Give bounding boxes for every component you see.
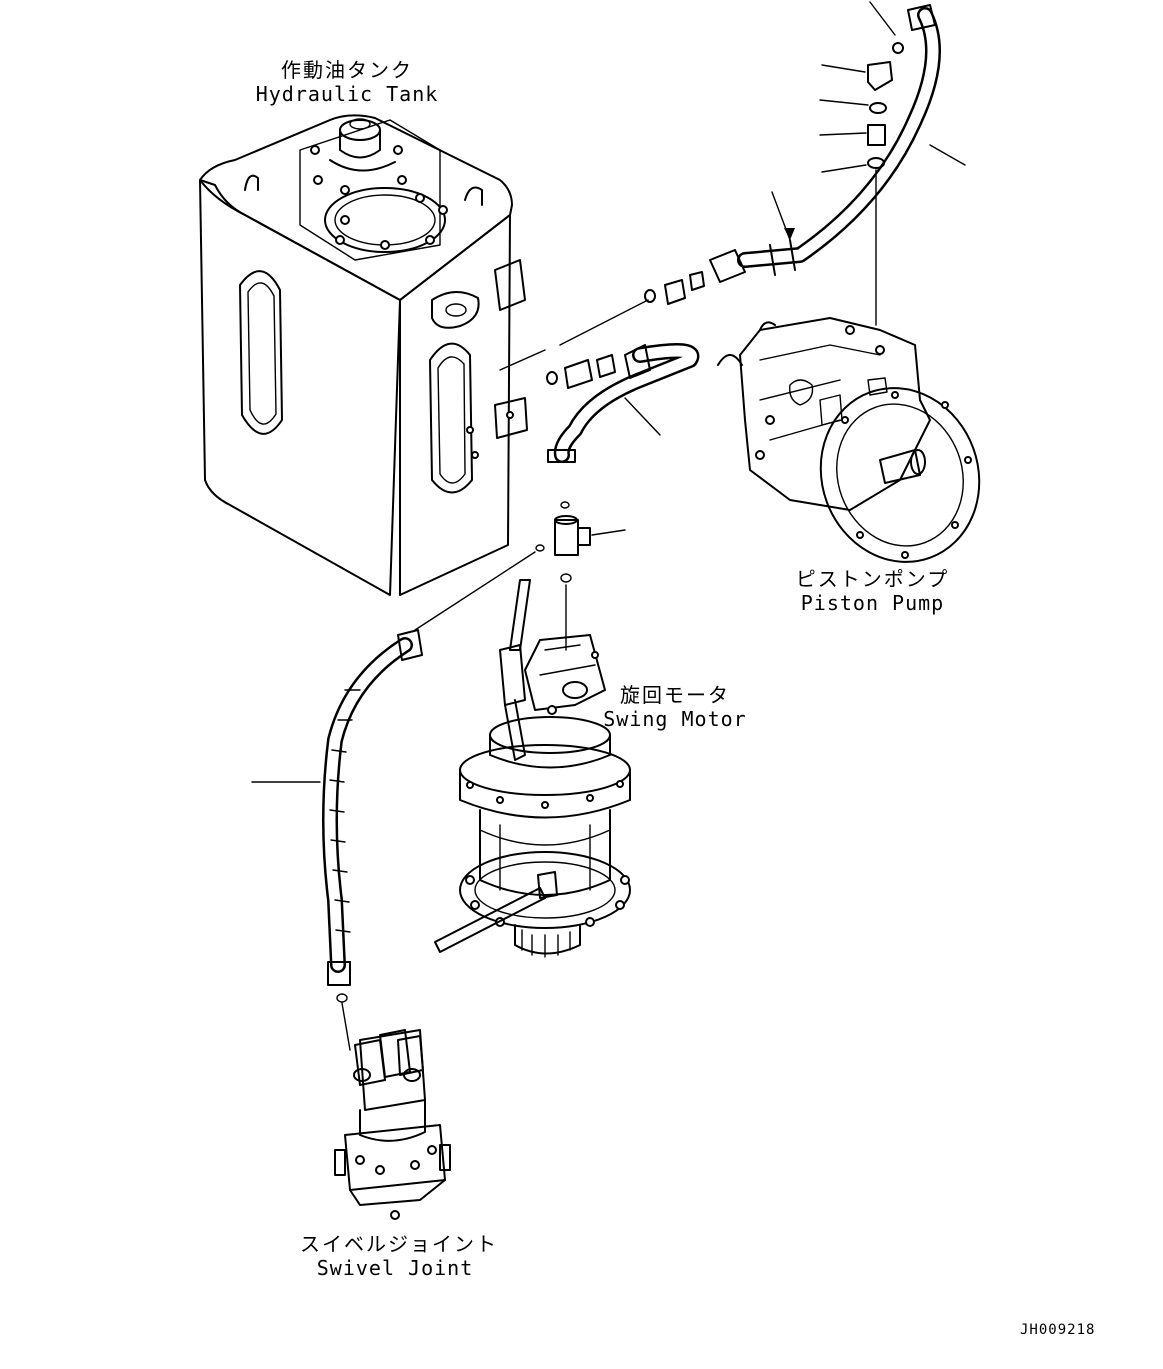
document-id: JH009218 <box>1020 1322 1096 1338</box>
elbow-fitting <box>867 61 893 91</box>
tank-connection-fittings <box>499 271 705 389</box>
swing-motor-label-en: Swing Motor <box>603 707 747 731</box>
tank-port-flange <box>431 291 480 329</box>
swing-motor-pipe <box>509 579 531 651</box>
pump-hook <box>717 354 743 366</box>
swing-motor-label: 旋回モータ Swing Motor <box>600 683 750 731</box>
hose-end-fitting <box>709 249 746 283</box>
tee-fitting <box>414 501 591 651</box>
tank-breather-cap <box>339 129 381 159</box>
swing-motor-cylinder <box>479 809 611 896</box>
tank-window-side <box>429 342 473 494</box>
tank-handle-right <box>464 186 483 206</box>
swivel-hose <box>322 629 423 1051</box>
tank-bracket-lower <box>494 397 528 439</box>
swing-motor-drawing <box>434 579 631 958</box>
tank-front-face <box>199 179 401 596</box>
swivel-joint-label-en: Swivel Joint <box>316 1256 474 1280</box>
swing-motor-valve-block <box>524 634 606 711</box>
swing-motor-pinion <box>514 924 581 955</box>
tank-bolts <box>310 145 448 250</box>
hydraulic-tank-drawing <box>199 114 528 596</box>
pump-shaft <box>879 449 921 484</box>
tank-top-face <box>199 114 513 301</box>
tank-side-face <box>399 214 511 596</box>
hydraulic-tank-label: 作動油タンク Hydraulic Tank <box>252 58 442 106</box>
piston-pump-label: ピストンポンプ Piston Pump <box>790 567 955 615</box>
pump-body <box>739 317 931 511</box>
swing-motor-mount-flange <box>459 851 631 929</box>
leader-lines <box>251 1 966 783</box>
hydraulic-tank-label-en: Hydraulic Tank <box>255 82 439 106</box>
pump-upper-fittings <box>867 42 904 326</box>
piston-pump-label-en: Piston Pump <box>800 591 945 615</box>
tank-handle-left <box>244 174 259 191</box>
swivel-joint-body <box>359 1099 426 1142</box>
swivel-joint-label-jp: スイベルジョイント <box>300 1232 498 1256</box>
tank-inspection-cover <box>324 187 446 253</box>
tank-window-front <box>239 270 283 435</box>
piston-pump-label-jp: ピストンポンプ <box>795 567 950 591</box>
swing-motor-label-jp: 旋回モータ <box>620 683 730 707</box>
pump-suction-hose <box>709 4 941 283</box>
tank-bracket-upper <box>494 259 526 311</box>
connector-fitting <box>867 124 886 146</box>
piston-pump-drawing <box>717 317 981 563</box>
o-ring <box>869 102 887 114</box>
drain-hose <box>547 343 700 463</box>
swivel-joint-label: スイベルジョイント Swivel Joint <box>300 1232 498 1280</box>
swivel-joint-drawing <box>334 1029 451 1220</box>
hydraulic-tank-label-jp: 作動油タンク <box>281 58 413 82</box>
